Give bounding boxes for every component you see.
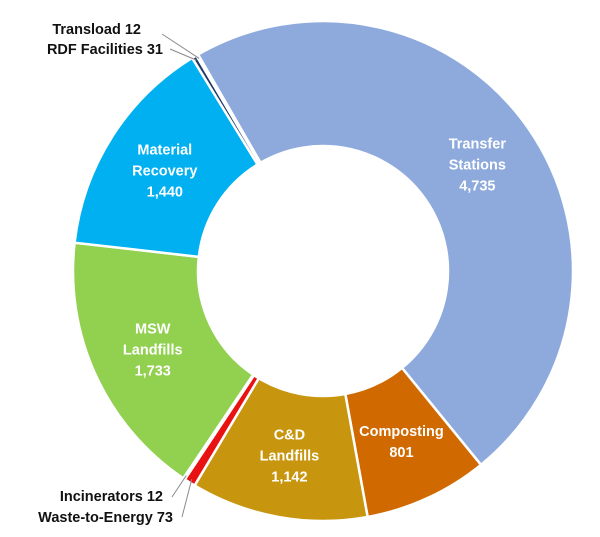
label-incinerators: Incinerators 12: [60, 489, 163, 505]
slice-transload: [194, 52, 263, 165]
slices-group: [71, 19, 575, 523]
label-rdf-facilities: RDF Facilities 31: [47, 42, 163, 58]
leader-transload: [161, 33, 200, 59]
leader-rdf-facilities: [169, 48, 197, 61]
leader-incinerators: [171, 475, 187, 498]
slice-msw-landfills: [71, 241, 255, 481]
leader-lines-group: [161, 33, 200, 518]
leader-waste-to-energy: [181, 478, 193, 518]
slice-transfer-stations: [196, 19, 575, 467]
label-waste-to-energy: Waste-to-Energy 73: [38, 510, 173, 526]
label-transload: Transload 12: [52, 22, 141, 38]
slice-material-recovery: [73, 56, 260, 259]
